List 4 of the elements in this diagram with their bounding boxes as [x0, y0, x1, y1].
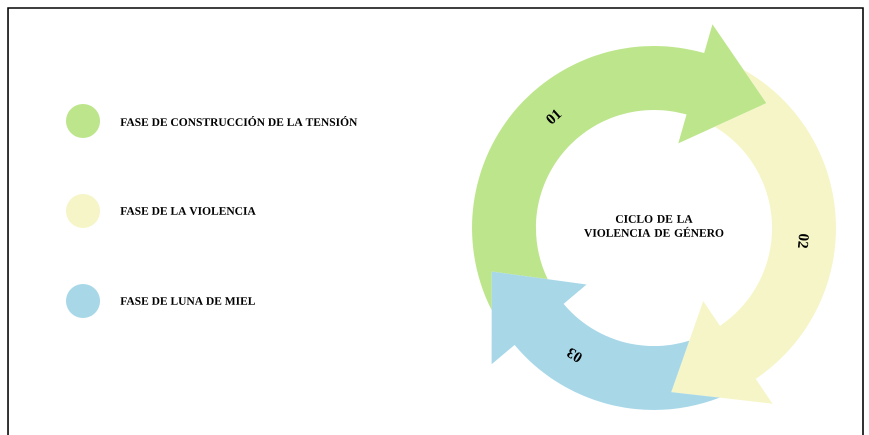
legend-text: FASE DE LUNA DE MIEL [120, 297, 255, 305]
legend-text: FASE DE LA VIOLENCIA [120, 207, 256, 215]
legend-text: FASE DE CONSTRUCCIÓN DE LA TENSIÓN [120, 116, 358, 126]
arrow-segment: 03 [492, 271, 720, 410]
